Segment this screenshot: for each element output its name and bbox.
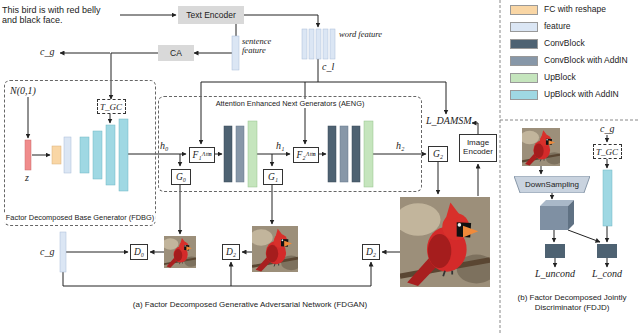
generator-region: Factor Decomposed Base Generator (FDBG) T… <box>4 80 156 226</box>
bird-images <box>162 128 562 287</box>
attention-box: F₁ᴬᵗᵗⁿ <box>189 147 215 163</box>
legend-text: feature <box>544 21 570 31</box>
symbol-label: c_g <box>40 46 54 57</box>
node-label: Image Encoder <box>462 139 494 157</box>
node-label: G₂ <box>433 149 443 159</box>
loss-label: L_DAMSM <box>426 115 472 126</box>
node-label: G₁ <box>268 172 278 182</box>
legend-swatch <box>510 56 538 66</box>
flow-arrow <box>111 53 158 99</box>
generator-box: G₀ <box>171 169 191 185</box>
symbol-label: h₀ <box>160 140 168 151</box>
feature-label: word feature <box>339 30 383 39</box>
discriminator-box: D₀ <box>130 244 148 260</box>
generator-region: Attention Enhanced Next Generators (AENG… <box>158 96 422 192</box>
flow-arrow <box>194 24 236 53</box>
region-heading: Factor Decomposed Base Generator (FDBG) <box>4 213 156 222</box>
node-label: T_GC <box>596 147 618 157</box>
legend-swatch <box>510 39 538 49</box>
feature-bars <box>60 29 335 272</box>
legend-swatch <box>510 22 538 32</box>
symbol-label: c_l <box>322 61 334 72</box>
node-label: DownSampling <box>525 180 579 189</box>
symbol-label: h₂ <box>396 140 404 151</box>
symbol-label: c_g <box>40 246 54 257</box>
node-label: CA <box>170 48 182 58</box>
legend-text: FC with reshape <box>544 4 606 14</box>
input-sentence: This bird is with red belly and black fa… <box>2 5 116 26</box>
symbol-label: N(0,1) <box>10 85 36 96</box>
legend-swatch <box>510 73 538 83</box>
node-label: G₀ <box>176 172 186 182</box>
node-label: D₂ <box>366 247 376 257</box>
tgc-box: T_GC <box>593 144 622 159</box>
feature-label: sentence feature <box>242 37 288 56</box>
generator-box: G₂ <box>428 146 448 162</box>
loss-label: L_uncond <box>528 268 582 279</box>
wires <box>28 15 607 286</box>
symbol-label: z <box>25 172 29 183</box>
encoder-box: Text Encoder <box>178 6 244 24</box>
discriminator-box: D₂ <box>222 244 240 260</box>
legend-text: ConvBlock with AddIN <box>544 55 628 65</box>
discriminator-box: D₂ <box>362 244 380 260</box>
legend-text: UpBlock <box>544 72 576 82</box>
node-label: Text Encoder <box>186 10 236 20</box>
legend-swatch <box>510 5 538 15</box>
node-label: D₀ <box>134 247 144 257</box>
node-label: T_GC <box>100 102 122 112</box>
subfigure-caption: (a) Factor Decomposed Generative Adversa… <box>10 300 490 310</box>
subfigure-caption: (b) Factor Decomposed Jointly Discrimina… <box>506 293 638 313</box>
loss-label: L_cond <box>582 268 632 279</box>
symbol-label: c_g <box>600 123 614 134</box>
legend-text: ConvBlock <box>544 38 585 48</box>
panel-separator <box>500 0 640 333</box>
symbol-label: h₁ <box>276 140 284 151</box>
legend-swatch <box>510 90 538 100</box>
downsampling-block: DownSampling <box>514 176 590 193</box>
tgc-box: T_GC <box>97 99 126 114</box>
legend-text: UpBlock with AddIN <box>544 89 619 99</box>
attention-box: F₂ᴬᵗᵗⁿ <box>293 147 319 163</box>
node-label: F₂ᴬᵗᵗⁿ <box>296 150 315 160</box>
node-label: F₁ᴬᵗᵗⁿ <box>192 150 211 160</box>
generator-box: G₁ <box>263 169 283 185</box>
ca-box: CA <box>158 45 194 61</box>
node-label: D₂ <box>226 247 236 257</box>
region-heading: Attention Enhanced Next Generators (AENG… <box>214 99 367 108</box>
network-blocks <box>25 119 617 258</box>
encoder-box: Image Encoder <box>459 134 497 162</box>
